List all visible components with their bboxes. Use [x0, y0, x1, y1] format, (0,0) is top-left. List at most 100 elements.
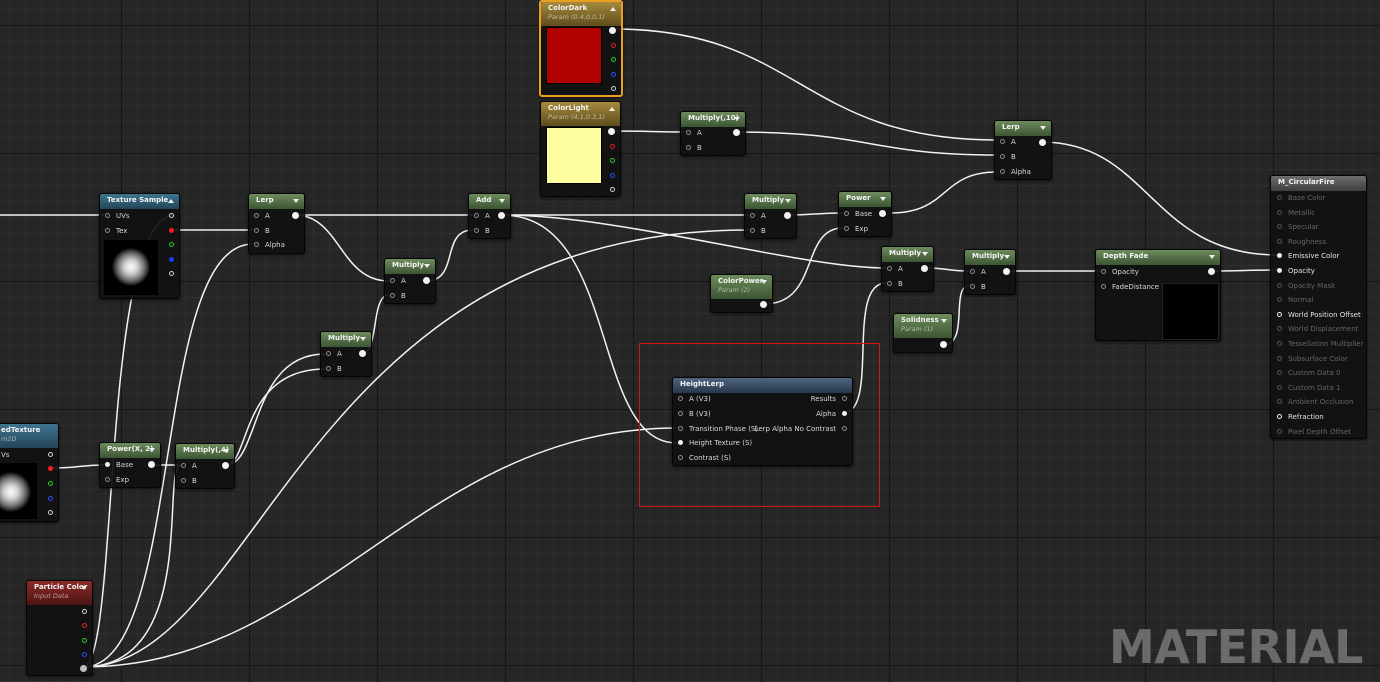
collapse-arrow-icon[interactable] [734, 117, 740, 121]
pin-icon[interactable] [750, 213, 755, 218]
input-custom-data-0[interactable]: Custom Data 0 [1277, 366, 1340, 381]
output[interactable] [495, 209, 505, 223]
pin-icon[interactable] [48, 481, 53, 486]
node-header[interactable]: Depth Fade [1096, 250, 1220, 265]
pin-icon[interactable] [474, 228, 479, 233]
pin-icon[interactable] [940, 341, 947, 348]
pin-icon[interactable] [1277, 195, 1282, 200]
pin-icon[interactable] [970, 269, 975, 274]
pin-icon[interactable] [82, 638, 87, 643]
output[interactable] [420, 274, 430, 288]
pin-icon[interactable] [390, 293, 395, 298]
pin-icon[interactable] [48, 510, 53, 515]
pin-icon[interactable] [423, 277, 430, 284]
pin-icon[interactable] [1000, 154, 1005, 159]
pin-icon[interactable] [474, 213, 479, 218]
collapse-arrow-icon[interactable] [360, 337, 366, 341]
node-header[interactable]: Texture Sample [100, 194, 179, 209]
node-header[interactable]: Multiply(,10) [681, 112, 745, 127]
output-rgb[interactable] [77, 605, 87, 619]
pin-icon[interactable] [1101, 269, 1106, 274]
node-header[interactable]: Multiply [745, 194, 796, 209]
pin-icon[interactable] [326, 351, 331, 356]
pin-icon[interactable] [733, 129, 740, 136]
collapse-arrow-icon[interactable] [499, 199, 505, 203]
output-rgb[interactable] [43, 448, 53, 462]
output[interactable] [289, 209, 299, 223]
pin-icon[interactable] [254, 213, 259, 218]
pin-icon[interactable] [1277, 209, 1282, 215]
output[interactable] [937, 338, 947, 352]
output-b[interactable] [77, 648, 87, 662]
pin-icon[interactable] [1277, 224, 1282, 230]
lerp-final-node[interactable]: Lerp A B Alpha [994, 120, 1052, 180]
pin-icon[interactable] [970, 284, 975, 289]
node-header[interactable]: Multiply(,4) [176, 444, 234, 459]
output-a[interactable] [164, 267, 174, 281]
pin-icon[interactable] [1003, 268, 1010, 275]
pin-icon[interactable] [750, 228, 755, 233]
input-b[interactable]: B [686, 141, 702, 155]
input-tex[interactable]: Tex [105, 224, 127, 238]
pin-icon[interactable] [1277, 282, 1282, 288]
input-a[interactable]: A [254, 209, 270, 223]
input-b[interactable]: B [887, 277, 903, 291]
pin-icon[interactable] [611, 72, 616, 77]
input-tessellation-multiplier[interactable]: Tessellation Multiplier [1277, 337, 1363, 352]
input-b[interactable]: B [750, 224, 766, 238]
pin-icon[interactable] [1101, 284, 1106, 289]
pin-icon[interactable] [222, 462, 229, 469]
pin-icon[interactable] [105, 213, 110, 218]
multiply-4-node[interactable]: Multiply(,4) A B [175, 443, 235, 489]
lerp-node[interactable]: Lerp A B Alpha [248, 193, 305, 254]
input-refraction[interactable]: Refraction [1277, 410, 1324, 425]
pin-icon[interactable] [1277, 311, 1282, 317]
multiply-node[interactable]: Multiply A B [744, 193, 797, 239]
multiply-node[interactable]: Multiply A B [881, 246, 934, 292]
output[interactable] [781, 209, 791, 223]
pin-icon[interactable] [105, 228, 110, 233]
input-ambient-occlusion[interactable]: Ambient Occlusion [1277, 395, 1354, 410]
output[interactable] [356, 347, 366, 361]
collapse-arrow-icon[interactable] [610, 7, 616, 11]
input-b[interactable]: B [970, 280, 986, 294]
pin-icon[interactable] [254, 228, 259, 233]
input-a[interactable]: A [1000, 135, 1016, 149]
input-alpha[interactable]: Alpha [1000, 165, 1031, 179]
power-x2-node[interactable]: Power(X, 2) Base Exp [99, 442, 161, 488]
pin-icon[interactable] [686, 145, 691, 150]
pin-icon[interactable] [610, 173, 615, 178]
output-a[interactable] [606, 82, 616, 96]
pin-icon[interactable] [498, 212, 505, 219]
input-custom-data-1[interactable]: Custom Data 1 [1277, 381, 1340, 396]
input-a[interactable]: A [887, 262, 903, 276]
node-header[interactable]: Multiply [385, 259, 435, 274]
output-g[interactable] [605, 154, 615, 168]
pin-icon[interactable] [1277, 268, 1282, 273]
input-uvs[interactable]: Vs [0, 448, 9, 462]
output-r[interactable] [164, 224, 174, 238]
pin-icon[interactable] [1000, 139, 1005, 144]
pin-icon[interactable] [1277, 253, 1282, 259]
collapse-arrow-icon[interactable] [922, 252, 928, 256]
pin-icon[interactable] [1277, 238, 1282, 244]
pin-icon[interactable] [326, 366, 331, 371]
pin-icon[interactable] [1277, 370, 1282, 376]
multiply-node[interactable]: Multiply A B [384, 258, 436, 304]
pin-icon[interactable] [169, 213, 174, 218]
node-header[interactable]: Multiply [965, 250, 1015, 265]
pin-icon[interactable] [1277, 399, 1282, 405]
collapse-arrow-icon[interactable] [941, 319, 947, 323]
input-opacity-mask[interactable]: Opacity Mask [1277, 279, 1335, 294]
pin-icon[interactable] [82, 652, 87, 657]
input-a[interactable]: A [686, 126, 702, 140]
input-fade-distance[interactable]: FadeDistance [1101, 280, 1159, 294]
pin-icon[interactable] [610, 158, 615, 163]
pin-icon[interactable] [1277, 384, 1282, 390]
pin-icon[interactable] [1277, 414, 1282, 419]
output-a[interactable] [43, 506, 53, 520]
